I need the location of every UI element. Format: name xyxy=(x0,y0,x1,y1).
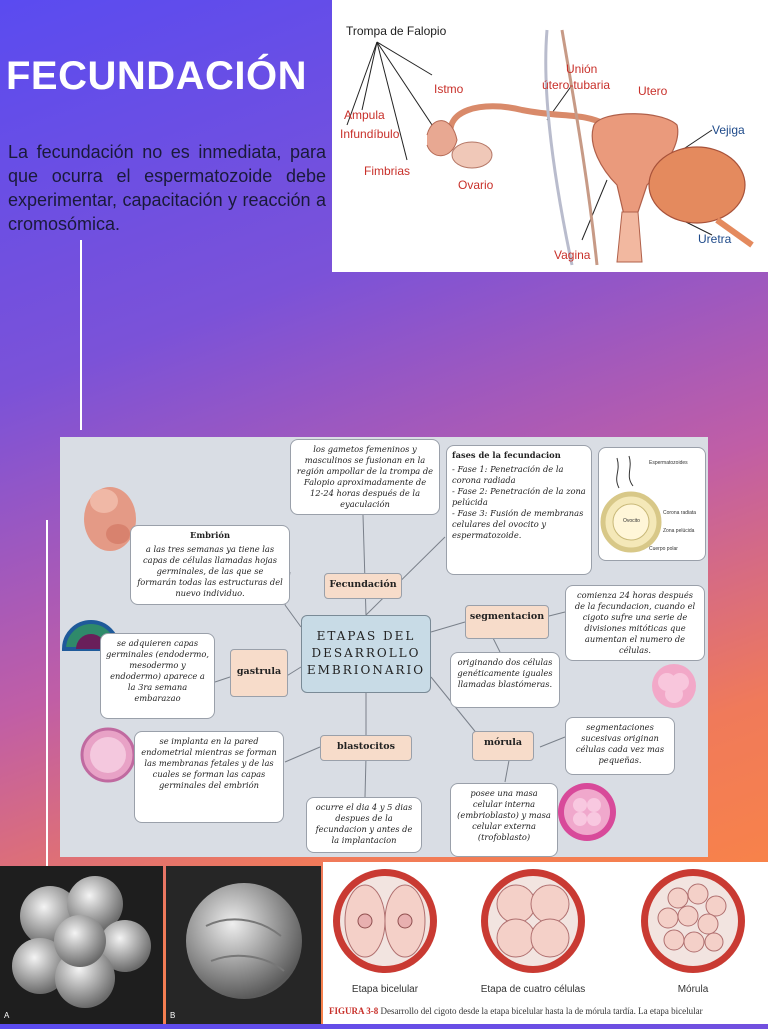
label-vagina: Vagina xyxy=(554,248,591,262)
label-ampula: Ampula xyxy=(344,108,385,122)
cleavage-stages-figure: Etapa bicelular Etapa de cuatro células … xyxy=(323,862,768,1024)
tag-morula: mórula xyxy=(472,731,534,761)
fusion-box: los gametos femeninos y masculinos se fu… xyxy=(290,439,440,515)
label-infundibulo: Infundíbulo xyxy=(340,127,400,141)
fase-item: - Fase 2: Penetración de la zona pelúcid… xyxy=(452,486,586,507)
center-line: EMBRIONARIO xyxy=(306,663,426,677)
label-ovocito: Ovocito xyxy=(623,518,640,524)
stage-bicelular xyxy=(333,869,437,973)
tag-fecundacion: Fecundación xyxy=(324,573,402,599)
embrion-text: a las tres semanas ya tiene las capas de… xyxy=(137,544,283,598)
embrion-title: Embrión xyxy=(190,530,230,540)
mind-map: Espermatozoides Corona radiata Ovocito Z… xyxy=(60,437,708,857)
label-vejiga: Vejiga xyxy=(712,123,745,137)
tag-segmentacion: segmentacion xyxy=(465,605,549,639)
sem-letter-b: B xyxy=(170,1011,176,1020)
embrion-box: Embrión a las tres semanas ya tiene las … xyxy=(130,525,290,605)
fases-box: fases de la fecundacion - Fase 1: Penetr… xyxy=(446,445,592,575)
blasto-left-box: se implanta en la pared endometrial mien… xyxy=(134,731,284,823)
intro-paragraph: La fecundación no es inmediata, para que… xyxy=(8,142,326,234)
label-uretra: Uretra xyxy=(698,232,732,246)
label-espermatozoides: Espermatozoides xyxy=(649,460,688,466)
label-fimbrias: Fimbrias xyxy=(364,164,411,178)
reproductive-system-drawing xyxy=(346,29,754,266)
figure-caption: FIGURA 3-8 Desarrollo del cigoto desde l… xyxy=(329,1006,703,1016)
morula-right-box: segmentaciones sucesivas originan célula… xyxy=(565,717,675,775)
sem-cells-b xyxy=(186,883,302,999)
blastocyst-image xyxy=(80,727,136,783)
sem-photo-a: A xyxy=(0,866,163,1024)
stage-label: Etapa de cuatro células xyxy=(480,984,586,995)
caption-text: Desarrollo del cigoto desde la etapa bic… xyxy=(378,1006,703,1016)
label-corona: Corona radiata xyxy=(663,510,697,516)
stage-morula xyxy=(641,869,745,973)
stage-label: Mórula xyxy=(677,984,709,995)
center-line: DESARROLLO xyxy=(311,646,421,660)
oocyte-drawing xyxy=(600,455,662,553)
segmentacion-box: comienza 24 horas después de la fecundac… xyxy=(565,585,705,661)
fase-item: - Fase 1: Penetración de la corona radia… xyxy=(452,464,564,485)
fase-item: - Fase 3: Fusión de membranas celulares … xyxy=(452,508,584,540)
blastomeras-box: originando dos células genéticamente igu… xyxy=(450,652,560,708)
label-trompa: Trompa de Falopio xyxy=(346,24,447,38)
segmentation-image xyxy=(652,664,696,708)
sem-letter-a: A xyxy=(4,1011,10,1020)
stage-label: Etapa bicelular xyxy=(351,984,419,995)
morula-bottom-box: posee una masa celular interna (embriobl… xyxy=(450,783,558,857)
morula-image xyxy=(558,783,616,841)
fertilization-diagram: Espermatozoides Corona radiata Ovocito Z… xyxy=(598,447,706,561)
label-utero-tubaria: útero-tubaria xyxy=(542,78,611,92)
center-node: ETAPAS DEL DESARROLLO EMBRIONARIO xyxy=(301,615,431,693)
label-union: Unión xyxy=(566,62,598,76)
sem-cells-a xyxy=(12,876,151,1008)
label-zona: Zona pelúcida xyxy=(663,528,695,534)
stage-cuatro xyxy=(481,869,585,973)
label-cuerpo: Cuerpo polar xyxy=(649,546,678,552)
tag-blastocitos: blastocitos xyxy=(320,735,412,761)
gastrula-box: se adquieren capas germinales (endodermo… xyxy=(100,633,215,719)
caption-figure-number: FIGURA 3-8 xyxy=(329,1006,379,1016)
page-title: FECUNDACIÓN xyxy=(6,54,308,98)
sem-photo-b: B xyxy=(166,866,321,1024)
center-line: ETAPAS DEL xyxy=(316,629,416,643)
decorative-line xyxy=(80,240,82,430)
label-utero: Utero xyxy=(638,84,668,98)
label-ovario: Ovario xyxy=(458,178,494,192)
decorative-line xyxy=(46,520,48,1024)
anatomy-illustration: Trompa de Falopio Unión útero-tubaria Is… xyxy=(332,0,768,272)
embryo-image xyxy=(84,487,136,551)
fases-title: fases de la fecundacion xyxy=(452,450,561,460)
blasto-bottom-box: ocurre el dia 4 y 5 dias despues de la f… xyxy=(306,797,422,853)
label-istmo: Istmo xyxy=(434,82,464,96)
tag-gastrula: gastrula xyxy=(230,649,288,697)
